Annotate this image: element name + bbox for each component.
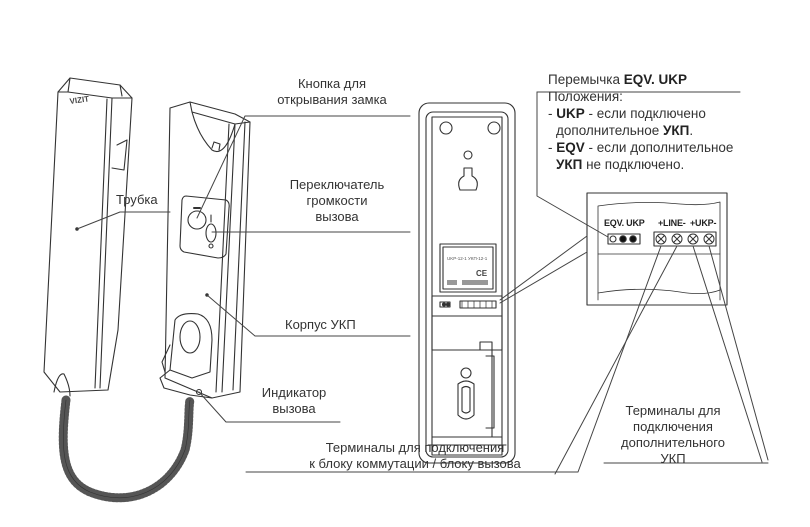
label-terminals-extra-line2: подключения <box>633 419 713 434</box>
sticker-model: UKP-12-1 УКП-12-1 <box>447 256 488 261</box>
label-call-indicator-line1: Индикатор <box>261 385 327 400</box>
terminal-block-detail <box>586 192 728 306</box>
label-volume-switch-line1: Переключатель <box>289 177 385 192</box>
screw-terminals <box>653 231 717 247</box>
jumper-label: EQV. UKP <box>604 218 645 228</box>
intercom-back-panel: UKP-12-1 УКП-12-1 CE <box>418 102 516 464</box>
label-terminals-main-line1: Терминалы для подключения <box>325 440 505 455</box>
label-terminals-extra-line3: дополнительного <box>621 435 725 450</box>
jumper-positions-heading: Положения: <box>548 89 623 104</box>
handset: VIZIT <box>43 77 133 397</box>
label-volume-switch-line3: вызова <box>315 209 359 224</box>
jumper-description: Перемычка EQV. UKP Положения: - UKP - ес… <box>548 71 733 173</box>
label-handset: Трубка <box>116 192 158 207</box>
ukp-terminal-label: +UKP- <box>690 218 717 228</box>
label-terminals-main-line2: к блоку коммутации / блоку вызова <box>309 456 521 471</box>
label-unlock-button: Кнопка для открывания замка <box>262 76 402 108</box>
label-terminals-extra-line1: Терминалы для <box>625 403 721 418</box>
label-unlock-button-line1: Кнопка для <box>297 76 367 91</box>
label-call-indicator-line2: вызова <box>272 401 316 416</box>
leader-lines <box>76 91 769 475</box>
intercom-base-front <box>159 101 251 399</box>
jumper-item-eqv: - EQV - если дополнительное УКП не подкл… <box>548 140 734 172</box>
jumper-title: Перемычка EQV. UKP <box>548 72 687 87</box>
svg-text:CE: CE <box>476 269 488 278</box>
label-volume-switch: Переключатель громкости вызова <box>272 177 402 225</box>
line-terminal-label: +LINE- <box>658 218 686 228</box>
label-terminals-extra: Терминалы для подключения дополнительног… <box>598 403 748 467</box>
label-terminals-main: Терминалы для подключения к блоку коммут… <box>270 440 560 472</box>
brand-logo: VIZIT <box>69 94 90 106</box>
coiled-cord <box>58 395 195 503</box>
label-terminals-extra-line4: УКП <box>660 451 686 466</box>
jumper-item-ukp: - UKP - если подключено дополнительное У… <box>548 106 706 138</box>
label-call-indicator: Индикатор вызова <box>252 385 336 417</box>
label-volume-switch-line2: громкости <box>306 193 368 208</box>
label-unlock-button-line2: открывания замка <box>277 92 387 107</box>
label-housing: Корпус УКП <box>285 317 356 332</box>
